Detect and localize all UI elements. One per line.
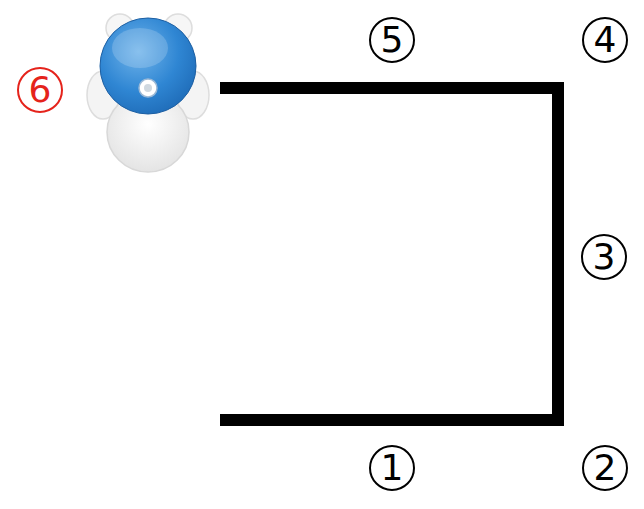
callout-number: 5 (369, 17, 415, 63)
callout-number: 2 (582, 445, 628, 491)
callout-number: 6 (17, 67, 63, 113)
callout-number: 4 (582, 17, 628, 63)
callout-number: 1 (369, 445, 415, 491)
callout-number: 3 (581, 234, 627, 280)
track-line (220, 88, 558, 420)
robot (87, 14, 209, 172)
